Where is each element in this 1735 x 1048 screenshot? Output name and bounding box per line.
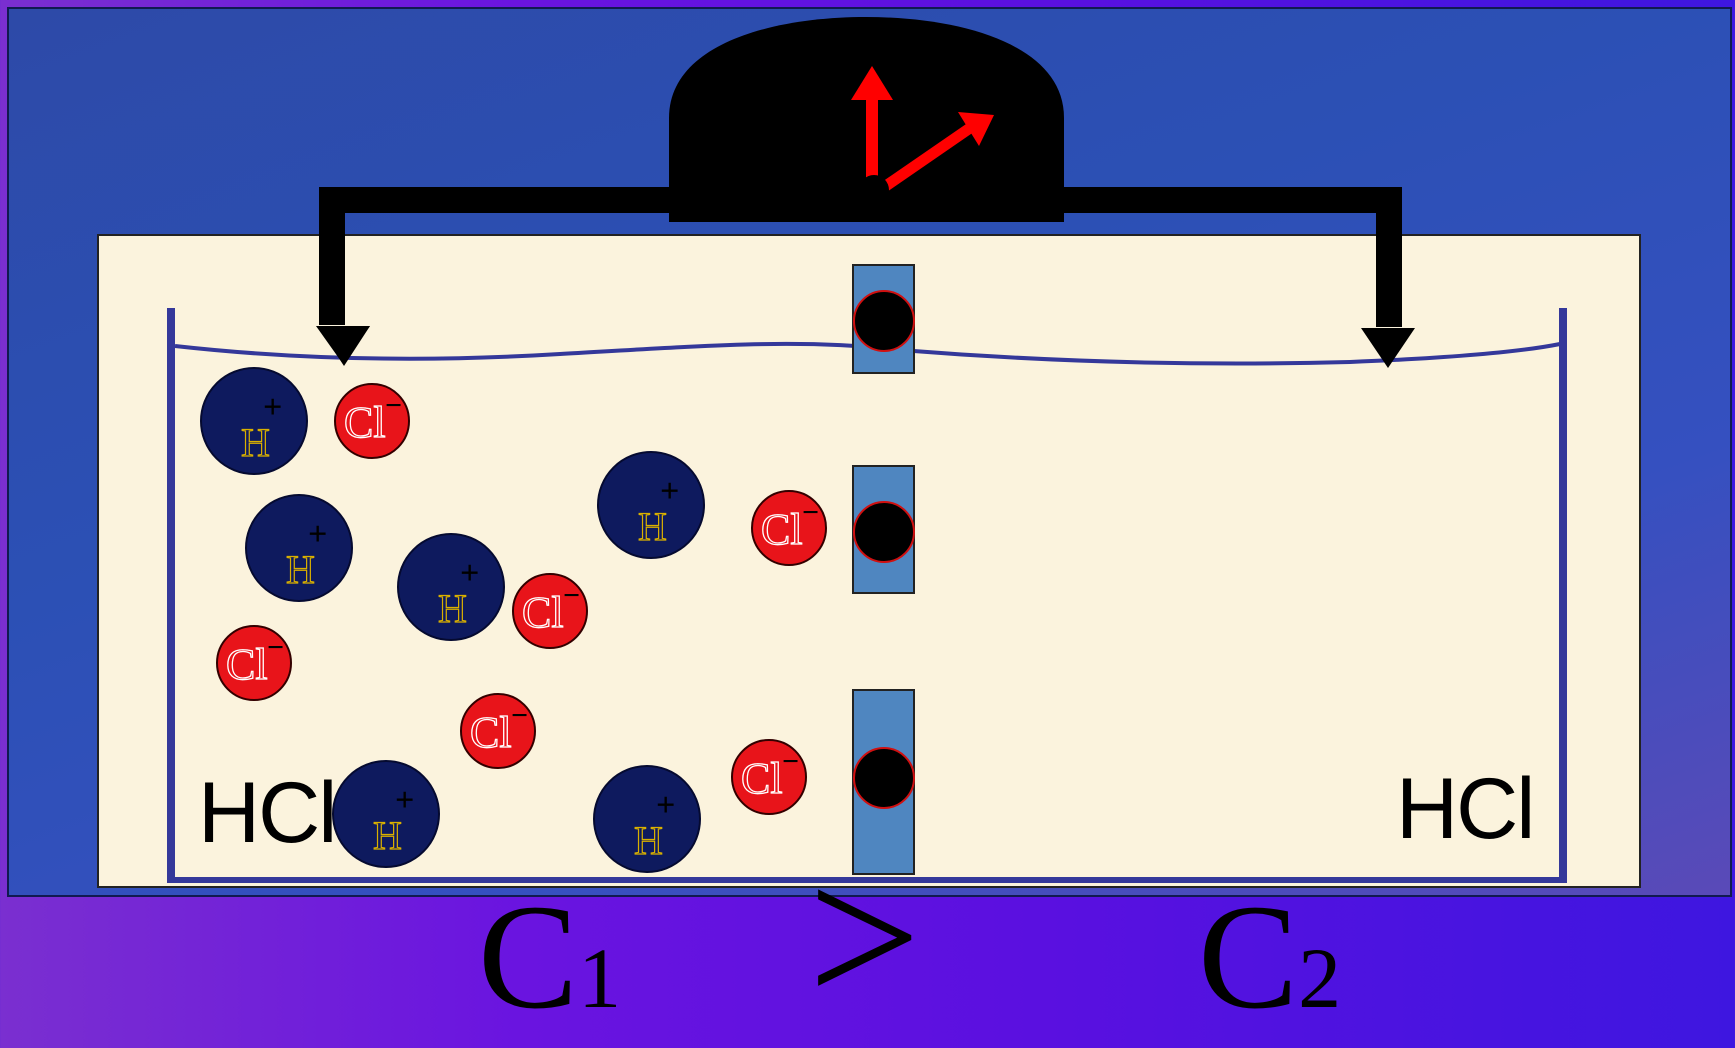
hydrogen-symbol: H xyxy=(638,504,667,549)
concentration-right: C2 xyxy=(1198,882,1341,1032)
concentration-left-symbol: C xyxy=(478,874,579,1040)
beaker xyxy=(167,308,1567,883)
positive-charge: + xyxy=(395,782,414,819)
concentration-right-symbol: C xyxy=(1198,874,1299,1040)
concentration-relation: > xyxy=(808,827,921,1048)
concentration-left-subscript: 1 xyxy=(578,930,622,1026)
positive-charge: + xyxy=(660,473,679,510)
chloride-symbol: Cl xyxy=(344,398,386,447)
chloride-symbol: Cl xyxy=(761,505,803,554)
chloride-ion: Cl− xyxy=(216,625,292,701)
membrane-pore xyxy=(852,465,915,594)
ions: H+H+H+H+H+H+Cl−Cl−Cl−Cl−Cl−Cl− xyxy=(200,367,827,873)
hydrogen-symbol: H xyxy=(634,818,663,863)
negative-charge: − xyxy=(511,699,528,732)
negative-charge: − xyxy=(563,579,580,612)
hcl-label-right: HCl xyxy=(1396,761,1535,857)
hydrogen-symbol: H xyxy=(241,420,270,465)
hydrogen-ion: H+ xyxy=(332,760,440,868)
negative-charge: − xyxy=(267,631,284,664)
hydrogen-ion: H+ xyxy=(397,533,505,641)
hcl-label-left: HCl xyxy=(198,765,337,861)
positive-charge: + xyxy=(263,389,282,426)
hydrogen-ion: H+ xyxy=(597,451,705,559)
chloride-ion: Cl− xyxy=(460,693,536,769)
concentration-right-subscript: 2 xyxy=(1298,930,1342,1026)
hydrogen-symbol: H xyxy=(438,586,467,631)
concentration-left: C1 xyxy=(478,882,621,1032)
positive-charge: + xyxy=(460,555,479,592)
positive-charge: + xyxy=(656,787,675,824)
chloride-ion: Cl− xyxy=(731,739,807,815)
hydrogen-ion: H+ xyxy=(200,367,308,475)
hydrogen-symbol: H xyxy=(373,813,402,858)
meter-needle xyxy=(851,66,994,205)
membrane-pore xyxy=(852,689,915,875)
diagram-canvas: H+H+H+H+H+H+Cl−Cl−Cl−Cl−Cl−Cl− xyxy=(167,17,1567,883)
membrane-pore xyxy=(852,264,915,374)
chloride-symbol: Cl xyxy=(226,640,268,689)
positive-charge: + xyxy=(308,516,327,553)
chloride-symbol: Cl xyxy=(741,754,783,803)
chloride-ion: Cl− xyxy=(334,383,410,459)
hydrogen-symbol: H xyxy=(286,547,315,592)
chloride-symbol: Cl xyxy=(522,588,564,637)
membrane xyxy=(852,264,915,875)
electrode-arrows xyxy=(318,326,370,366)
negative-charge: − xyxy=(385,389,402,422)
hydrogen-ion: H+ xyxy=(245,494,353,602)
negative-charge: − xyxy=(802,496,819,529)
chloride-symbol: Cl xyxy=(470,708,512,757)
chloride-ion: Cl− xyxy=(512,573,588,649)
hydrogen-ion: H+ xyxy=(593,765,701,873)
negative-charge: − xyxy=(782,745,799,778)
galvanometer xyxy=(669,17,1064,222)
chloride-ion: Cl− xyxy=(751,490,827,566)
